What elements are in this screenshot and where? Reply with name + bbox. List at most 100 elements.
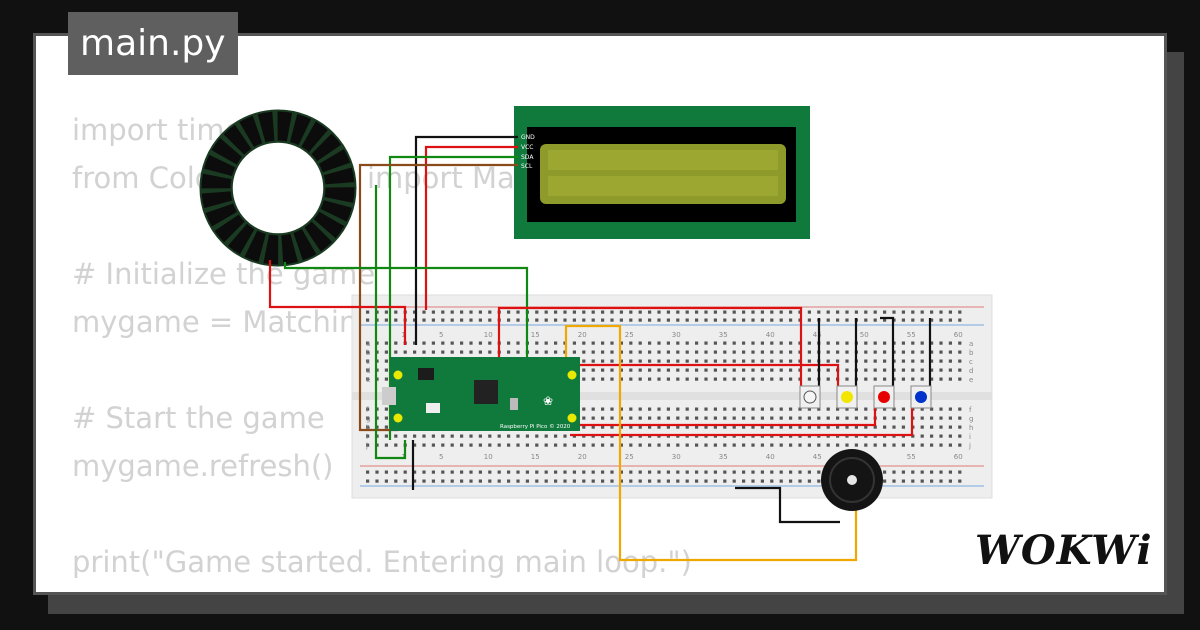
breadboard-hole	[478, 434, 482, 438]
file-name-tab[interactable]: main.py	[68, 12, 238, 75]
breadboard-hole	[460, 434, 464, 438]
row-letter: d	[366, 367, 370, 375]
wire-black-btn-3	[880, 316, 895, 388]
breadboard-hole	[516, 479, 520, 483]
breadboard-hole	[488, 470, 492, 474]
breadboard-hole	[836, 350, 840, 354]
raspberry-pi-pico[interactable]: ❀ Raspberry Pi Pico © 2020	[382, 357, 580, 431]
breadboard-hole	[666, 470, 670, 474]
breadboard-hole	[666, 310, 670, 314]
breadboard-hole	[826, 443, 830, 447]
breadboard-hole	[901, 470, 905, 474]
breadboard-hole	[807, 377, 811, 381]
breadboard-hole	[807, 470, 811, 474]
breadboard-hole	[572, 350, 576, 354]
wire-green-ring	[283, 262, 529, 365]
breadboard-hole	[864, 416, 868, 420]
breadboard-hole	[930, 350, 934, 354]
breadboard-hole	[742, 425, 746, 429]
breadboard-hole	[450, 470, 454, 474]
breadboard-hole	[610, 359, 614, 363]
button-white[interactable]	[799, 385, 821, 409]
breadboard-hole	[666, 350, 670, 354]
breadboard-hole	[619, 318, 623, 322]
breadboard-hole	[554, 341, 558, 345]
breadboard-hole	[873, 443, 877, 447]
breadboard-hole	[535, 443, 539, 447]
breadboard-hole	[742, 377, 746, 381]
breadboard-hole	[601, 479, 605, 483]
breadboard-hole	[817, 470, 821, 474]
column-number: 5	[439, 453, 443, 461]
breadboard-hole	[657, 310, 661, 314]
breadboard-hole	[441, 434, 445, 438]
breadboard-hole	[366, 310, 370, 314]
breadboard-hole	[525, 479, 529, 483]
breadboard-hole	[695, 479, 699, 483]
breadboard-hole	[864, 359, 868, 363]
breadboard-hole	[591, 341, 595, 345]
wire-red-btn-yellow	[580, 363, 840, 392]
breadboard-hole	[742, 318, 746, 322]
led-ring[interactable]	[199, 109, 357, 267]
breadboard-hole	[648, 470, 652, 474]
breadboard-hole	[704, 479, 708, 483]
breadboard-hole	[601, 377, 605, 381]
breadboard-hole	[939, 318, 943, 322]
breadboard-hole	[666, 407, 670, 411]
buzzer[interactable]	[821, 449, 883, 511]
breadboard-hole	[704, 350, 708, 354]
breadboard-hole	[413, 341, 417, 345]
breadboard-hole	[516, 443, 520, 447]
breadboard-hole	[384, 416, 388, 420]
breadboard-hole	[920, 310, 924, 314]
breadboard-hole	[930, 443, 934, 447]
breadboard-hole	[911, 479, 915, 483]
breadboard-hole	[366, 377, 370, 381]
breadboard-hole	[544, 443, 548, 447]
column-number: 20	[578, 453, 587, 461]
breadboard-hole	[591, 350, 595, 354]
breadboard-hole	[854, 310, 858, 314]
breadboard-hole	[770, 416, 774, 420]
breadboard-hole	[629, 359, 633, 363]
breadboard-hole	[948, 341, 952, 345]
breadboard-hole	[601, 318, 605, 322]
breadboard-hole	[760, 341, 764, 345]
breadboard-hole	[845, 425, 849, 429]
breadboard-hole	[883, 407, 887, 411]
breadboard-hole	[657, 416, 661, 420]
breadboard-hole	[798, 416, 802, 420]
breadboard-hole	[920, 479, 924, 483]
breadboard-hole	[535, 310, 539, 314]
breadboard-hole	[732, 407, 736, 411]
breadboard-hole	[544, 470, 548, 474]
breadboard-hole	[619, 479, 623, 483]
breadboard-hole	[648, 341, 652, 345]
button-blue[interactable]	[910, 385, 932, 409]
breadboard-hole	[450, 479, 454, 483]
wire-black-gnd	[414, 135, 518, 345]
breadboard-hole	[469, 470, 473, 474]
breadboard-hole	[676, 470, 680, 474]
button-red[interactable]	[873, 385, 895, 409]
column-number: 10	[484, 331, 493, 339]
breadboard-hole	[591, 368, 595, 372]
breadboard-hole	[704, 377, 708, 381]
breadboard-hole	[742, 479, 746, 483]
column-number: 1	[401, 331, 405, 339]
breadboard-hole	[450, 310, 454, 314]
breadboard-hole	[798, 443, 802, 447]
breadboard-hole	[638, 425, 642, 429]
breadboard-hole	[460, 350, 464, 354]
breadboard-hole	[619, 470, 623, 474]
breadboard-hole	[591, 443, 595, 447]
button-yellow[interactable]	[836, 385, 858, 409]
breadboard-hole	[760, 359, 764, 363]
breadboard-hole	[826, 425, 830, 429]
breadboard-hole	[948, 318, 952, 322]
lcd-display[interactable]: GND VCC SDA SCL	[514, 106, 810, 239]
breadboard-hole	[920, 368, 924, 372]
breadboard-hole	[431, 350, 435, 354]
push-buttons[interactable]	[799, 385, 932, 409]
